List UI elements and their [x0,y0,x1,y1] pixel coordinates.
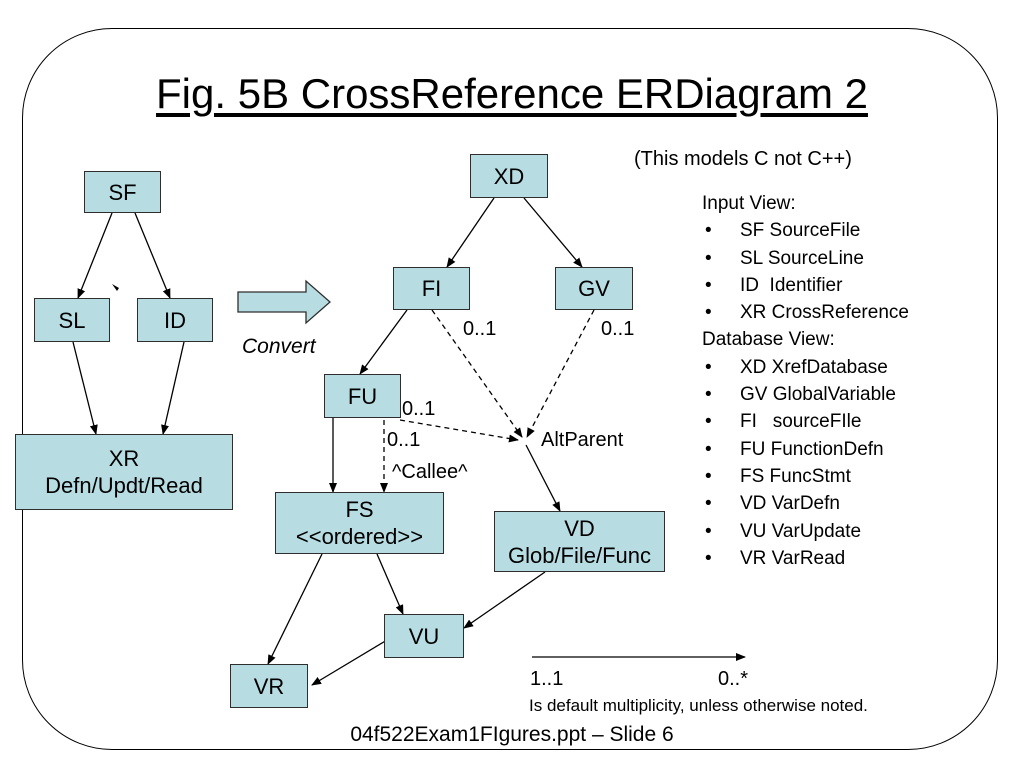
edge-sl-xr [72,341,98,435]
legend-item: •XR CrossReference [705,302,909,324]
legend-item: •VU VarUpdate [705,520,862,542]
edge-sf-id [134,212,171,299]
entity-fu: FU [324,374,401,418]
edge-sf-sl [77,212,113,299]
entity-fs: FS <<ordered>> [275,492,444,554]
page-title: Fig. 5B CrossReference ERDiagram 2 [156,70,868,117]
entity-fi: FI [393,267,470,310]
entity-vd: VD Glob/File/Func [494,511,665,572]
edge-fi-fu [359,309,408,375]
entity-id: ID [137,298,213,342]
entity-vr-label: VR [253,673,285,699]
entity-vr: VR [230,664,308,708]
dashed-fi-altparent [431,309,523,438]
db-view-title: Database View: [702,329,835,351]
legend-item: •VR VarRead [705,547,846,569]
entity-sf-label: SF [108,179,137,205]
legend-item: •XD XrefDatabase [705,356,888,378]
legend-item: •FU FunctionDefn [705,438,884,460]
legend-item: •ID Identifier [705,274,843,296]
dashed-gv-altparent [526,309,595,438]
entity-sf: SF [84,171,161,213]
altparent-label: AltParent [541,429,624,451]
callee-label: ^Callee^ [392,461,468,483]
entity-gv-label: GV [578,276,610,301]
fu-altparent-multiplicity-label: 0..1 [402,398,436,420]
edge-fs-vr [267,553,323,665]
edge-fs-vu [376,553,404,615]
entity-xr-sub: Defn/Updt/Read [45,473,203,498]
entity-id-label: ID [164,307,186,333]
entity-xd-label: XD [493,163,525,189]
entity-fs-sub: <<ordered>> [295,524,424,549]
multiplicity-left-label: 1..1 [530,668,564,690]
legend-item: •VD VarDefn [705,493,840,515]
fi-multiplicity-label: 0..1 [463,318,497,340]
entity-fs-label: FS [345,497,374,522]
input-view-title: Input View: [702,193,796,214]
fu-callee-multiplicity-label: 0..1 [387,429,421,451]
entity-sl: SL [34,298,110,342]
entity-xd: XD [470,154,548,198]
entity-sl-label: SL [58,307,86,333]
multiplicity-note: Is default multiplicity, unless otherwis… [529,696,868,715]
entity-fi-label: FI [421,276,442,301]
legend-item: •FS FuncStmt [705,465,851,487]
legend-item: •SL SourceLine [705,247,864,269]
edge-altparent-vd [525,444,561,512]
convert-label: Convert [242,335,316,358]
input-view-list: •SF SourceFile •SL SourceLine •ID Identi… [702,217,909,326]
legend-item: •GV GlobalVariable [705,384,896,406]
scope-note: (This models C not C++) [634,148,852,170]
edge-vd-vu [463,571,546,629]
entity-vd-sub: Glob/File/Func [507,542,652,568]
entity-gv: GV [555,267,633,310]
edge-id-xr [161,341,185,435]
entity-fu-label: FU [347,383,378,409]
gv-multiplicity-label: 0..1 [601,318,635,340]
entity-vu-label: VU [408,623,440,649]
entity-vd-label: VD [564,515,595,541]
dashed-fu-altparent [399,419,519,443]
slide-frame [22,28,998,750]
legend: Input View: •SF SourceFile •SL SourceLin… [702,190,909,572]
entity-xr: XR Defn/Updt/Read [15,434,233,510]
edge-xd-gv [523,197,583,268]
multiplicity-right-label: 0..* [718,668,749,690]
entity-vu: VU [384,614,464,658]
slide-footer: 04f522Exam1FIgures.ppt – Slide 6 [350,723,674,746]
entity-xr-label: XR [108,446,140,471]
edge-xd-fi [446,197,495,268]
legend-item: •FI sourceFIle [705,411,862,433]
edge-vu-vr [311,639,388,686]
legend-item: •SF SourceFile [705,220,861,242]
convert-arrow [237,279,331,325]
db-view-list: •XD XrefDatabase •GV GlobalVariable •FI … [702,354,909,572]
stray-arrowhead [112,284,119,291]
